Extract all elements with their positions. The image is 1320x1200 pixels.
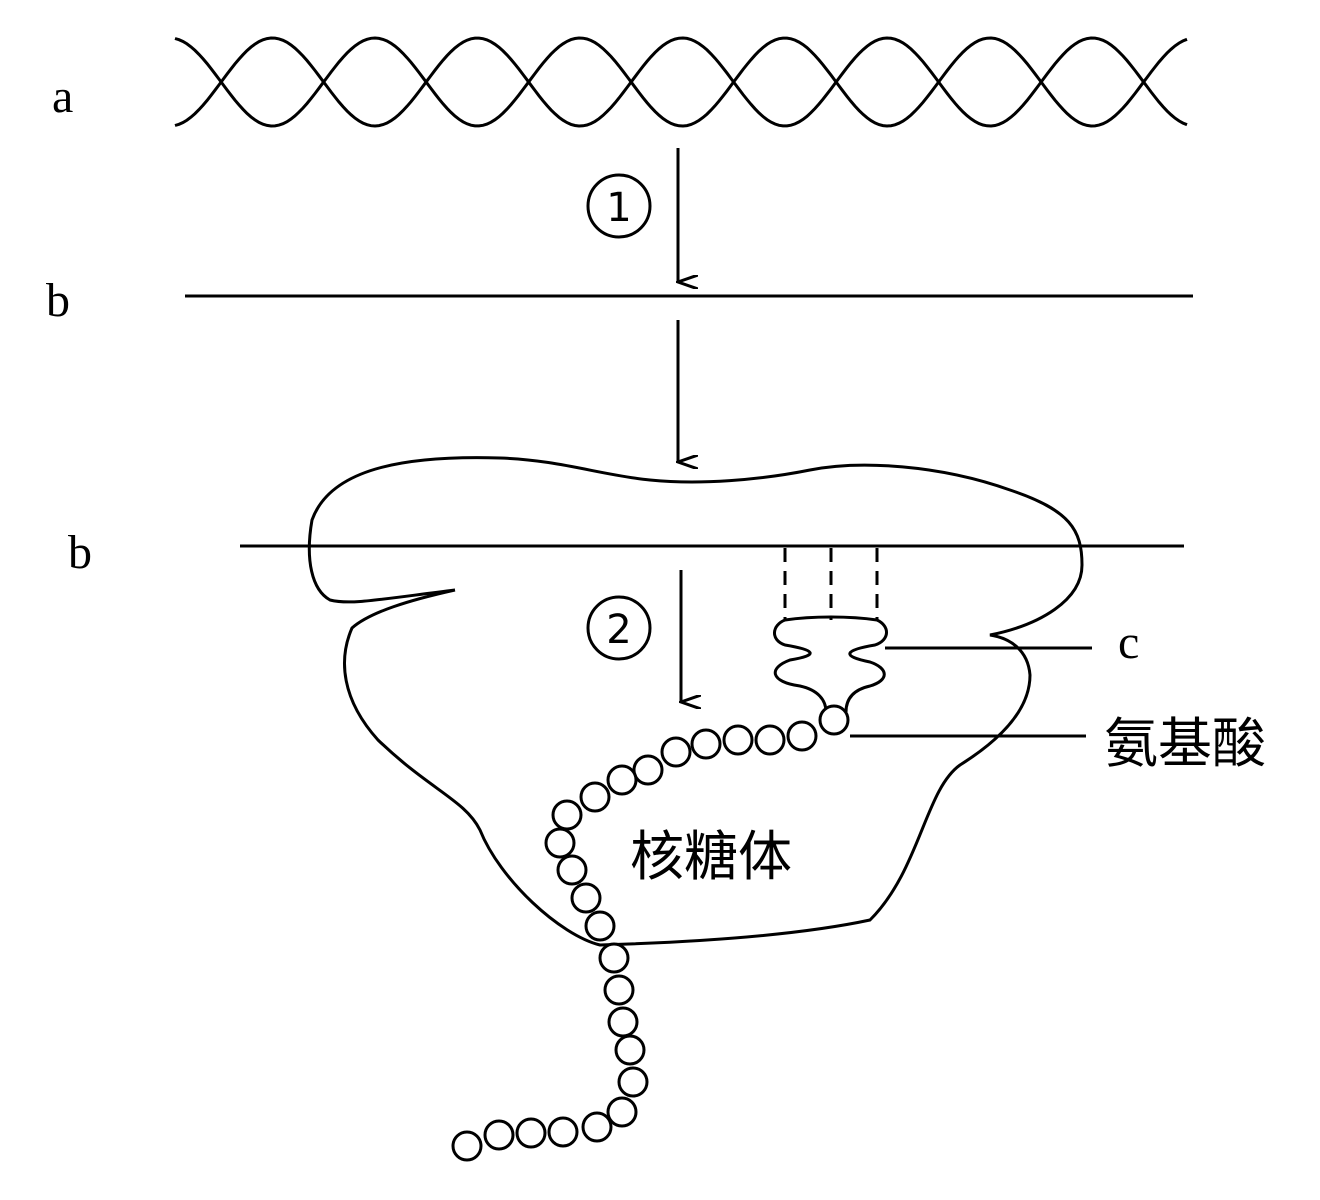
amino-acid-bead xyxy=(598,942,630,974)
amino-acid-bead xyxy=(617,1066,649,1098)
codon-anticodon-pairing xyxy=(783,548,879,620)
amino-acid-bead xyxy=(579,781,611,813)
amino-acid-bead xyxy=(606,764,638,796)
amino-acid-bead xyxy=(754,724,786,756)
dna-strand-2 xyxy=(174,36,1188,128)
amino-acid-bead xyxy=(607,1006,639,1038)
polypeptide-chain xyxy=(451,704,850,1162)
amino-acid-bead xyxy=(818,704,850,736)
amino-acid-bead xyxy=(544,827,576,859)
step-2-marker: 2 xyxy=(586,595,652,661)
amino-acid-bead xyxy=(551,799,583,831)
label-b-top: b xyxy=(46,274,70,327)
step-1-circle xyxy=(586,173,652,239)
amino-acid-bead xyxy=(606,1096,638,1128)
ribosome-outline xyxy=(307,456,1084,947)
amino-acid-bead xyxy=(556,854,588,886)
label-b-bottom: b xyxy=(68,526,92,579)
label-amino-acid: 氨基酸 xyxy=(1104,712,1266,775)
dna-double-helix xyxy=(174,36,1188,128)
amino-acid-bead xyxy=(515,1117,547,1149)
amino-acid-bead xyxy=(584,910,616,942)
amino-acid-bead xyxy=(483,1119,515,1151)
amino-acid-bead xyxy=(451,1130,483,1162)
amino-acid-bead xyxy=(632,754,664,786)
amino-acid-bead xyxy=(660,736,692,768)
trna-molecule xyxy=(773,615,888,713)
amino-acid-bead xyxy=(786,720,818,752)
step-1-marker: 1 xyxy=(586,173,652,239)
amino-acid-bead xyxy=(581,1111,613,1143)
amino-acid-bead xyxy=(570,882,602,914)
dna-strand-1 xyxy=(174,36,1188,128)
amino-acid-bead xyxy=(603,974,635,1006)
label-c: c xyxy=(1118,616,1139,669)
step-1-number: 1 xyxy=(606,185,631,231)
label-ribosome: 核糖体 xyxy=(630,825,792,888)
amino-acid-bead xyxy=(547,1116,579,1148)
step-2-circle xyxy=(586,595,652,661)
label-a: a xyxy=(52,70,73,123)
amino-acid-bead xyxy=(722,724,754,756)
amino-acid-bead xyxy=(614,1034,646,1066)
step-2-number: 2 xyxy=(606,607,631,653)
amino-acid-bead xyxy=(690,728,722,760)
